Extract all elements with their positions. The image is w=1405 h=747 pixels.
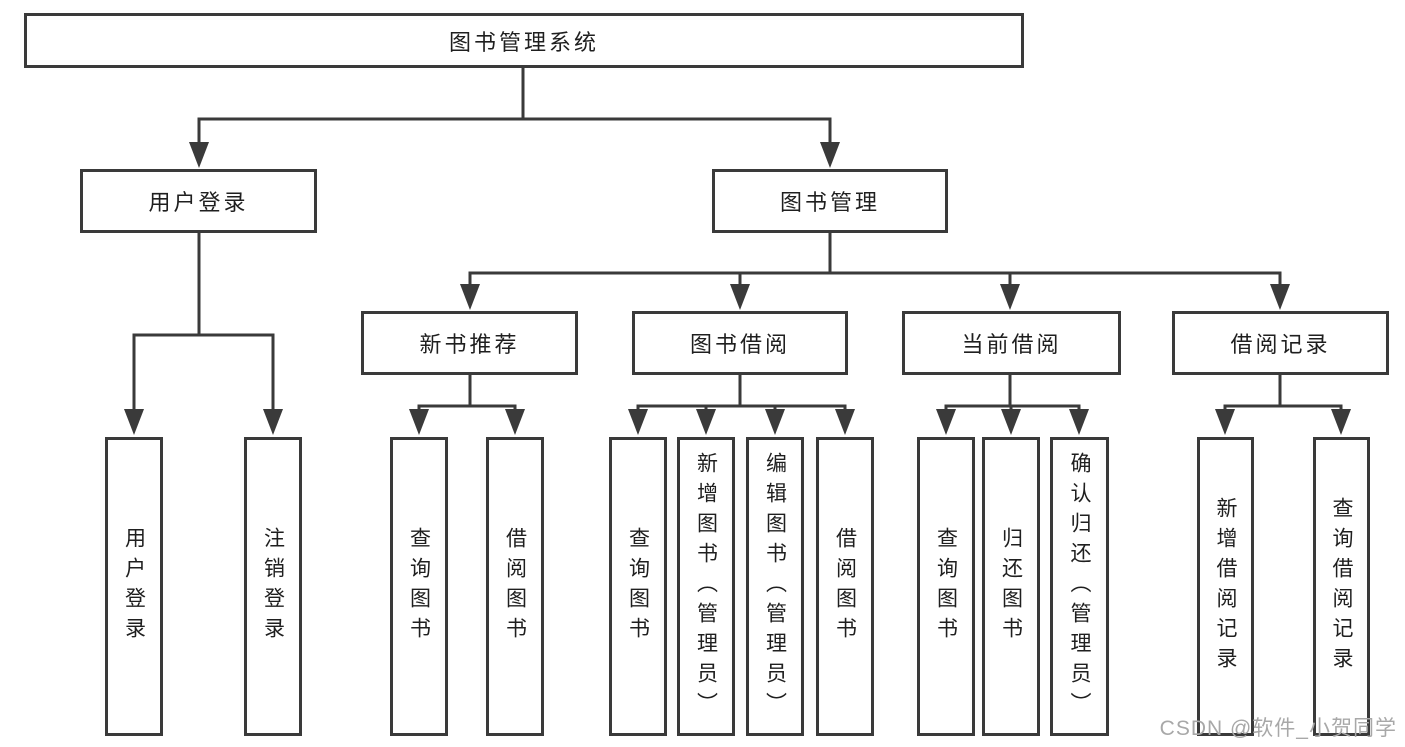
node-book-borrowing: 图书借阅 [632,311,848,375]
leaf-confirm-return-admin: 确认归还（管理员） [1050,437,1109,736]
leaf-return-books: 归还图书 [982,437,1040,736]
leaf-query-books-current: 查询图书 [917,437,975,736]
leaf-borrow-books-recommend: 借阅图书 [486,437,544,736]
leaf-query-borrow-record: 查询借阅记录 [1313,437,1370,736]
leaf-user-login: 用户登录 [105,437,163,736]
node-user-login: 用户登录 [80,169,317,233]
node-borrowing-records: 借阅记录 [1172,311,1389,375]
watermark: CSDN @软件_小贺同学 [1159,717,1397,740]
node-new-book-recommendation: 新书推荐 [361,311,578,375]
node-current-borrowing: 当前借阅 [902,311,1121,375]
leaf-add-books-admin: 新增图书（管理员） [677,437,735,736]
leaf-edit-books-admin: 编辑图书（管理员） [746,437,804,736]
node-library-system: 图书管理系统 [24,13,1024,68]
leaf-logout-login: 注销登录 [244,437,302,736]
leaf-query-books-recommend: 查询图书 [390,437,448,736]
leaf-query-books-borrowing: 查询图书 [609,437,667,736]
leaf-add-borrow-record: 新增借阅记录 [1197,437,1254,736]
node-book-management: 图书管理 [712,169,948,233]
leaf-borrow-books: 借阅图书 [816,437,874,736]
